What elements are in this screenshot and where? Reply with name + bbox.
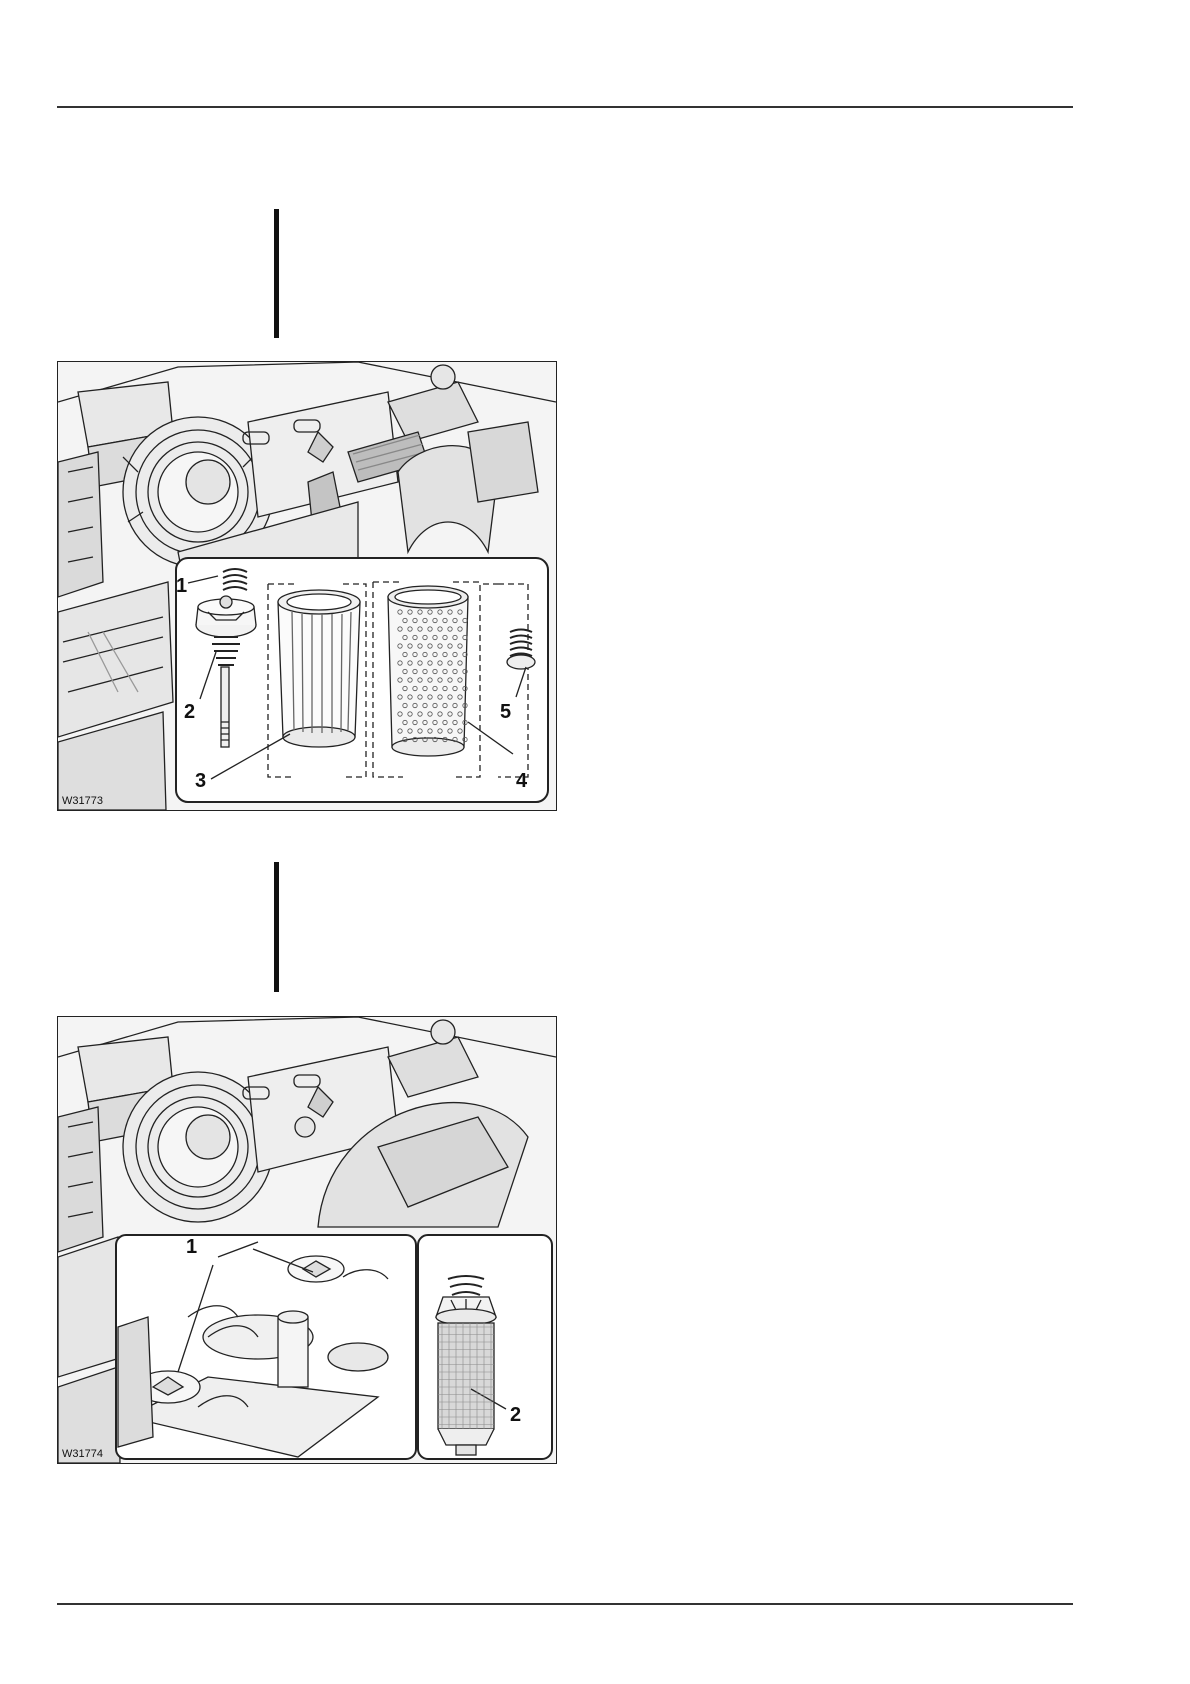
callout-label: 4 bbox=[516, 770, 528, 792]
illustration-filter-exploded: 1 2 3 4 5 bbox=[58, 362, 556, 810]
header-rule bbox=[57, 106, 1073, 108]
figure-w31773: 1 2 3 4 5 W31773 bbox=[57, 361, 557, 811]
figure-code: W31774 bbox=[62, 1448, 103, 1460]
callout-label: 1 bbox=[176, 575, 187, 597]
inset-panel bbox=[176, 558, 548, 802]
figure-code: W31773 bbox=[62, 795, 103, 807]
callout-label: 2 bbox=[510, 1404, 521, 1426]
change-bar bbox=[274, 862, 279, 992]
callout-label: 5 bbox=[500, 701, 511, 723]
footer-rule bbox=[57, 1603, 1073, 1605]
illustration-filter-installed: 1 2 bbox=[58, 1017, 556, 1463]
callout-label: 1 bbox=[186, 1236, 197, 1258]
figure-w31774: 1 2 W31774 bbox=[57, 1016, 557, 1464]
callout-label: 3 bbox=[195, 770, 206, 792]
callout-label: 2 bbox=[184, 701, 195, 723]
change-bar bbox=[274, 209, 279, 338]
